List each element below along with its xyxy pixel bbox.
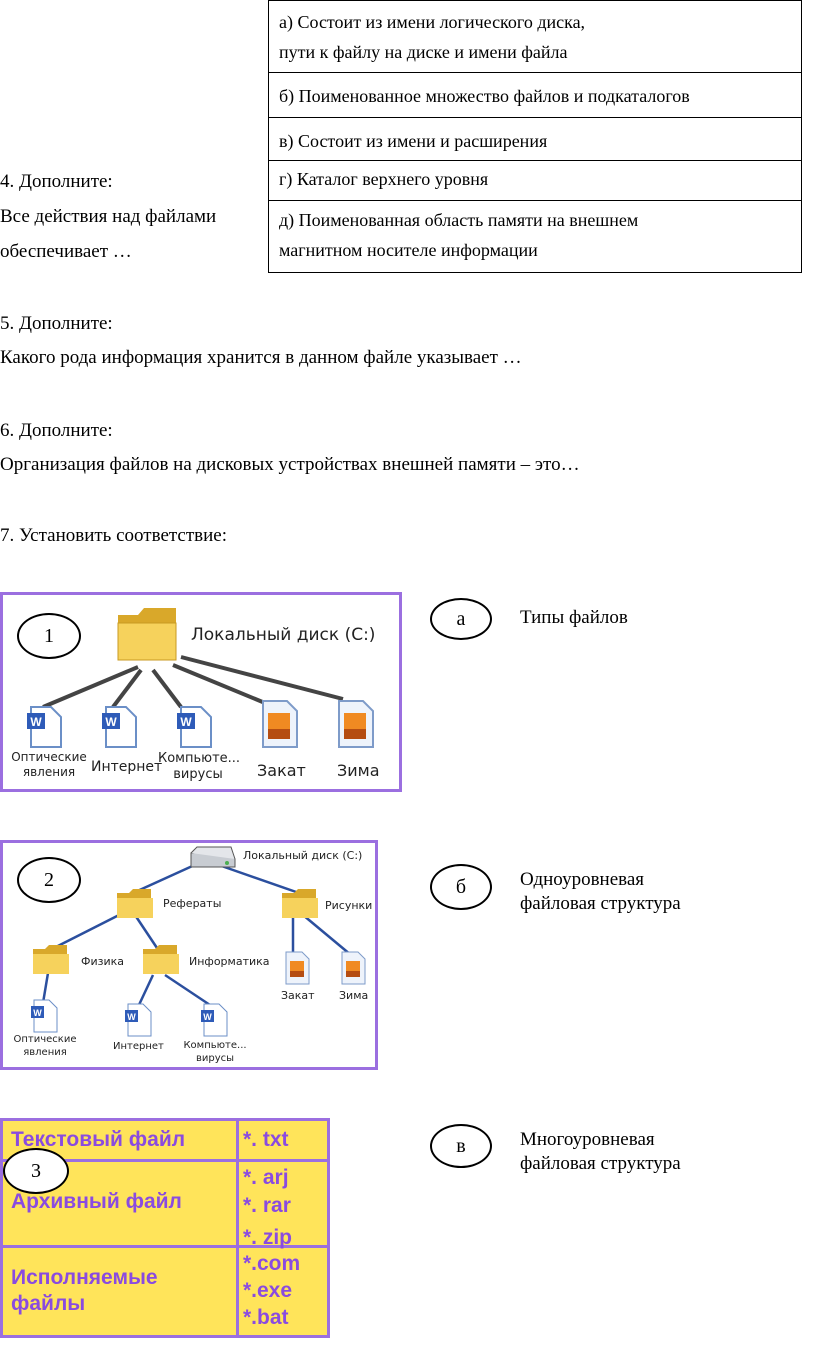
answer-b-text: б) Поименованное множество файлов и подк… [279,86,690,106]
folder-label: Рефераты [163,897,222,910]
file-label: Закат [257,761,306,780]
q5-title: 5. Дополните: [0,313,113,334]
q4-line1: Все действия над файлами [0,206,217,227]
folder-icon [33,945,69,974]
answer-g-text: г) Каталог верхнего уровня [279,169,489,189]
figure2-connectors [41,861,352,1009]
ext-exe: *.exe [243,1279,293,1302]
folder-icon [117,889,153,918]
word-file-icon: W [125,1003,152,1037]
file-type-text: Текстовый файл [11,1128,186,1151]
image-file-icon [285,951,310,985]
image-file-icon [341,951,366,985]
match-text-a: Типы файлов [520,607,628,628]
q4-title: 4. Дополните: [0,171,113,192]
file-type-executable: Исполняемые файлы [11,1266,158,1315]
file-label: Закат [281,989,315,1002]
disk-label: Локальный диск (C:) [191,625,376,645]
match-text-b: Одноуровневая файловая структура [520,869,681,914]
hard-drive-icon [190,846,236,868]
svg-text:W: W [30,715,42,729]
folder-icon [282,889,318,918]
q6-text: Организация файлов на дисковых устройств… [0,454,580,475]
answer-d-line2: магнитном носителе информации [279,240,538,260]
table-divider [236,1121,239,1335]
folder-label: Информатика [189,955,270,968]
answer-d-line1: д) Поименованная область памяти на внешн… [279,210,639,230]
svg-text:W: W [105,715,117,729]
image-file-icon [262,700,298,748]
figure-number-3: 3 [3,1148,69,1194]
ext-txt: *. txt [243,1128,289,1151]
match-letter-v: в [430,1124,492,1168]
figure-number-2: 2 [17,857,81,903]
q4-line2: обеспечивает … [0,241,132,262]
word-file-icon: W [31,999,58,1033]
file-label: Компьюте... вирусы [158,751,241,782]
match-letter-a: а [430,598,492,640]
answer-option-d: д) Поименованная область памяти на внешн… [269,200,801,272]
file-label: Зима [339,989,369,1002]
figure1-connectors [42,655,344,709]
file-label: Зима [337,761,380,780]
svg-text:W: W [33,1008,42,1018]
file-label: Интернет [113,1041,164,1052]
word-file-icon: W [27,706,62,748]
answer-options-table: а) Состоит из имени логического диска, п… [268,0,802,273]
answer-option-g: г) Каталог верхнего уровня [269,160,801,200]
q7-title: 7. Установить соответствие: [0,525,227,546]
svg-text:W: W [180,715,192,729]
ext-com: *.com [243,1252,301,1275]
figure-multi-level: Локальный диск (C:) Рефераты Рисунки Физ… [0,840,378,1070]
svg-text:W: W [203,1012,212,1022]
q6-title: 6. Дополните: [0,420,113,441]
disk-label: Локальный диск (C:) [243,849,363,862]
table-divider [3,1159,327,1162]
word-file-icon: W [102,706,137,748]
ext-arj: *. arj [243,1166,289,1189]
file-label: Оптические явления [11,750,87,779]
file-type-archive: Архивный файл [11,1190,182,1213]
match-text-v: Многоуровневая файловая структура [520,1129,681,1174]
image-file-icon [338,700,374,748]
match-letter-b: б [430,864,492,910]
answer-option-v: в) Состоит из имени и расширения [269,117,801,160]
word-file-icon: W [201,1003,228,1037]
figure-number-1: 1 [17,613,81,659]
file-label: Интернет [91,759,163,775]
folder-icon [117,608,177,661]
table-divider [3,1245,327,1248]
answer-option-a: а) Состоит из имени логического диска, п… [269,0,801,72]
answer-option-b: б) Поименованное множество файлов и подк… [269,72,801,117]
figure-single-level: Локальный диск (C:) 1 W W W Оптические я… [0,592,402,792]
ext-zip: *. zip [243,1226,293,1249]
ext-bat: *.bat [243,1306,289,1329]
svg-text:W: W [127,1012,136,1022]
q5-text: Какого рода информация хранится в данном… [0,347,522,368]
answer-a-line2: пути к файлу на диске и имени файла [279,42,568,62]
file-label: Компьюте... вирусы [183,1040,247,1064]
answer-v-text: в) Состоит из имени и расширения [279,131,548,151]
answer-a-line1: а) Состоит из имени логического диска, [279,12,586,32]
word-file-icon: W [177,706,212,748]
file-types-table: Текстовый файл *. txt Архивный файл *. a… [0,1118,330,1338]
ext-rar: *. rar [243,1194,291,1217]
folder-label: Рисунки [325,899,373,912]
file-label: Оптические явления [13,1034,77,1058]
folder-label: Физика [81,955,125,968]
folder-icon [143,945,179,974]
